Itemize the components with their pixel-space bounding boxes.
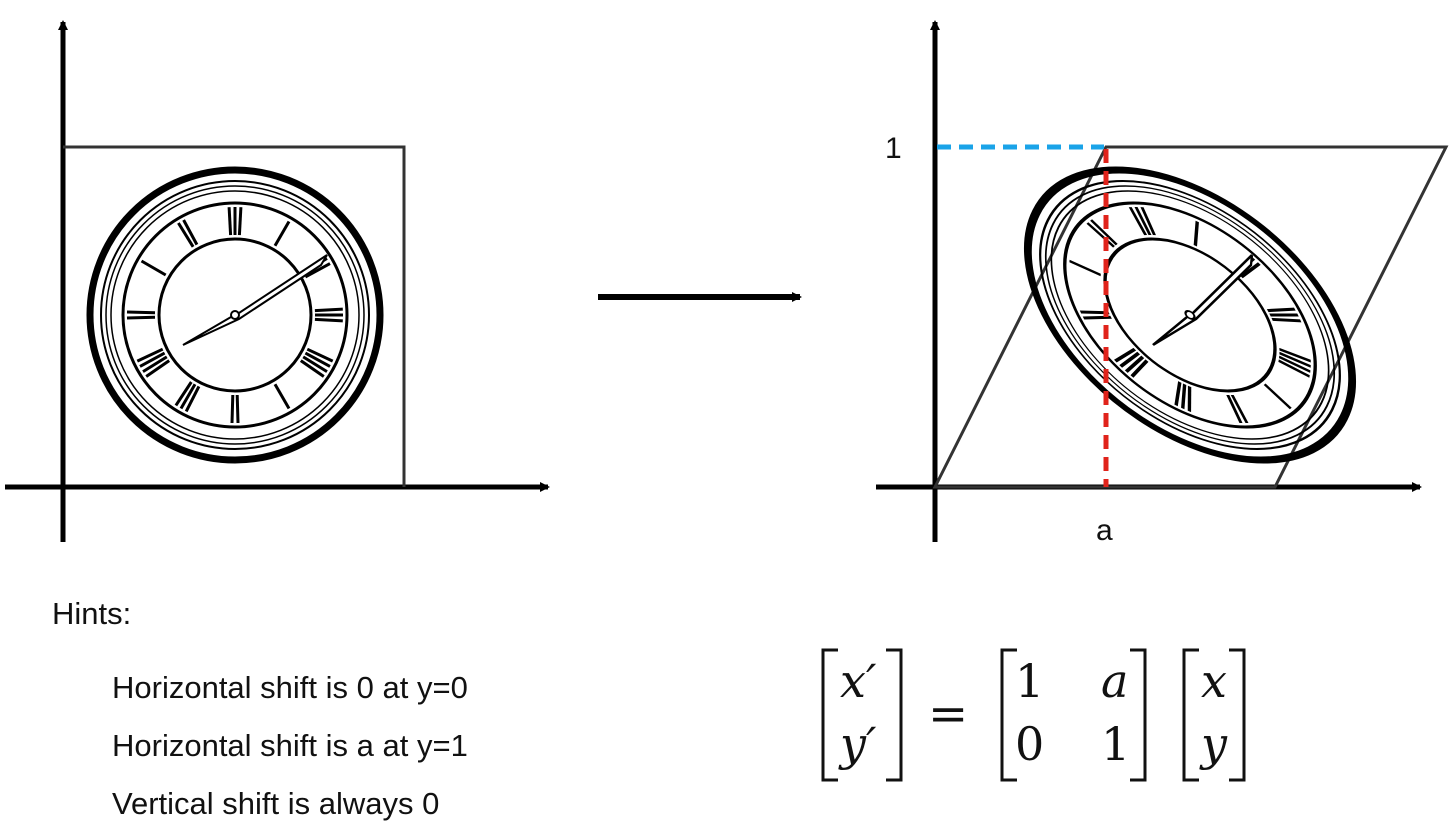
x-tick-label-a: a <box>1096 514 1113 547</box>
lhs-left-bracket <box>821 648 838 782</box>
lhs-y-prime: y′ <box>838 717 877 771</box>
rhs-x: x <box>1201 654 1227 708</box>
left-clock <box>90 170 380 460</box>
shear-equation: x′ y′ = 1 a 0 1 x y <box>821 648 1246 782</box>
rhs-left-bracket <box>1182 648 1199 782</box>
sheared-parallelogram <box>932 145 1449 489</box>
rhs-right-bracket <box>1229 648 1246 782</box>
lhs-x-prime: x′ <box>840 654 877 708</box>
hint-line-2: Horizontal shift is a at y=1 <box>112 728 468 763</box>
matrix-cell-21: 0 <box>1015 717 1044 771</box>
left-unit-square <box>63 145 406 487</box>
matrix-cell-12: a <box>1101 654 1128 708</box>
matrix-cell-22: 1 <box>1101 717 1130 771</box>
right-panel: 1 a <box>876 20 1449 547</box>
hint-line-1: Horizontal shift is 0 at y=0 <box>112 670 468 705</box>
lhs-right-bracket <box>886 648 903 782</box>
equals-sign: = <box>928 686 968 742</box>
hints-title: Hints: <box>52 596 132 631</box>
rhs-y: y <box>1199 717 1228 771</box>
y-tick-label-1: 1 <box>885 132 902 165</box>
hint-line-3: Vertical shift is always 0 <box>112 786 440 821</box>
left-panel <box>5 20 550 542</box>
matrix-left-bracket <box>1000 648 1017 782</box>
sheared-clock <box>973 170 1408 460</box>
matrix-right-bracket <box>1130 648 1147 782</box>
matrix-cell-11: 1 <box>1015 654 1044 708</box>
